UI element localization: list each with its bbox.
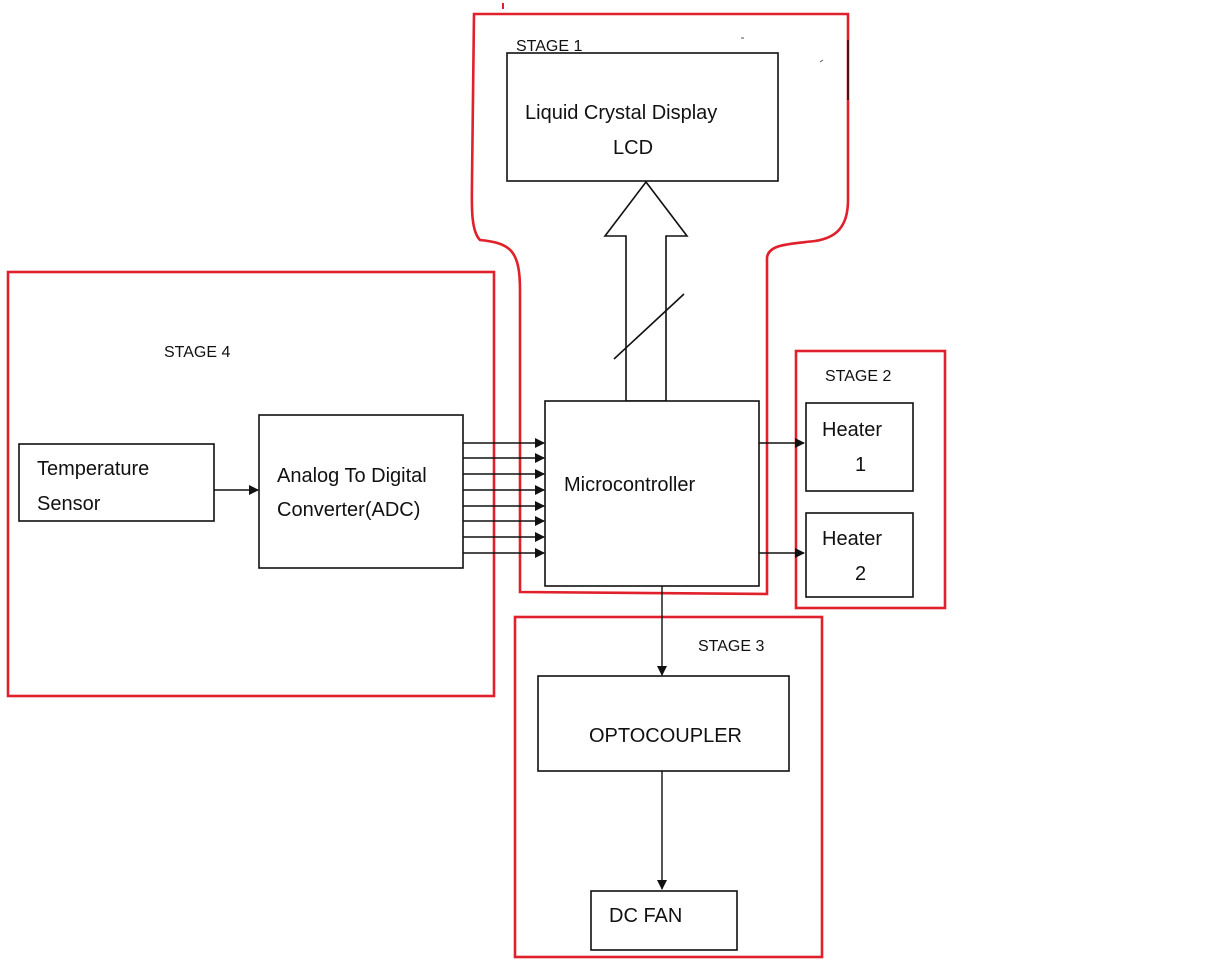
heater2-block <box>805 512 914 598</box>
adc-label-line1: Analog To Digital <box>277 465 427 487</box>
heater1-block <box>805 402 914 492</box>
temperature-sensor-block <box>18 443 215 522</box>
microcontroller-label: Microcontroller <box>564 474 695 496</box>
stage3-border <box>513 615 824 959</box>
stage1-label: STAGE 1 <box>516 38 582 55</box>
dc-fan-label: DC FAN <box>609 905 682 927</box>
lcd-label-line1: Liquid Crystal Display <box>525 102 717 124</box>
temperature-sensor-label-line1: Temperature <box>37 458 149 480</box>
stage4-label: STAGE 4 <box>164 344 230 361</box>
lcd-label-line2: LCD <box>613 137 653 159</box>
stage1-border <box>470 12 850 596</box>
dc-fan-block <box>590 890 738 951</box>
bus-slash-mark <box>613 293 685 360</box>
heater2-label-line2: 2 <box>855 563 866 585</box>
temperature-sensor-label-line2: Sensor <box>37 493 101 515</box>
microcontroller-block <box>544 400 760 587</box>
stage2-border <box>794 349 947 610</box>
adc-data-lines <box>463 438 545 558</box>
stage2-label: STAGE 2 <box>825 368 891 385</box>
optocoupler-block <box>537 675 790 772</box>
heater1-label-line2: 1 <box>855 454 866 476</box>
lcd-block <box>506 52 779 182</box>
adc-block <box>258 414 464 569</box>
adc-label-line2: Converter(ADC) <box>277 499 420 521</box>
heater1-label-line1: Heater <box>822 419 882 441</box>
stage3-label: STAGE 3 <box>698 638 764 655</box>
stage4-border <box>6 270 496 698</box>
stray-mark <box>819 59 824 63</box>
optocoupler-label: OPTOCOUPLER <box>589 725 742 747</box>
lcd-bus-arrow <box>603 180 689 402</box>
heater2-label-line1: Heater <box>822 528 882 550</box>
